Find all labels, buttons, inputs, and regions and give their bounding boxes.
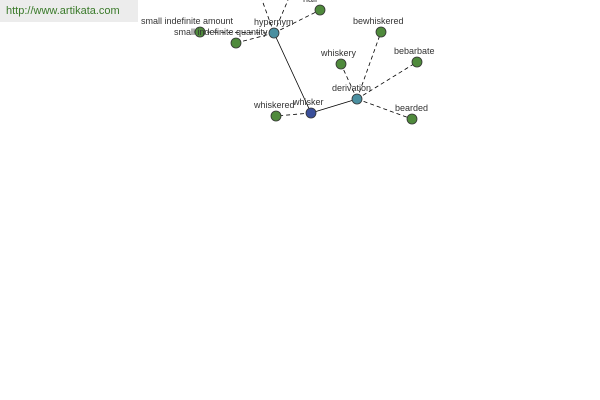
edge-whisker-derivation [310,98,358,114]
graph-edges [199,0,418,120]
node-small-indefinite-amount[interactable] [194,26,206,38]
edge-hypernym-top-left [261,0,275,34]
edge-derivation-bearded [356,98,413,120]
edge-hypernym-top-right [273,0,289,34]
edge-whisker-hypernym [273,32,312,114]
graph-labels: whisker hypernym derivation small indefi… [141,0,435,113]
node-hair[interactable] [314,4,326,16]
edge-derivation-bewhiskered [356,31,382,100]
node-whiskered[interactable] [270,110,282,122]
label-bearded: bearded [395,103,428,113]
edge-derivation-whiskery [340,63,358,100]
node-derivation[interactable] [351,93,363,105]
label-small-indefinite-amount: small indefinite amount [141,16,234,26]
label-bebarbate: bebarbate [394,46,435,56]
label-hypernym: hypernym [254,17,294,27]
edge-hypernym-hair [273,9,321,34]
edge-derivation-bebarbate [356,61,418,100]
node-hypernym[interactable] [268,27,280,39]
node-whisker[interactable] [305,107,317,119]
node-whiskery[interactable] [335,58,347,70]
node-bearded[interactable] [406,113,418,125]
label-small-indefinite-quantity: small indefinite quantity [174,27,268,37]
node-bewhiskered[interactable] [375,26,387,38]
label-bewhiskered: bewhiskered [353,16,404,26]
label-hair: hair [303,0,318,4]
node-bebarbate[interactable] [411,56,423,68]
edge-hypernym-small-indefinite-amount [199,31,275,34]
label-whiskered: whiskered [253,100,295,110]
edge-whisker-whiskered [275,112,312,117]
label-whisker: whisker [292,97,324,107]
node-small-indefinite-quantity[interactable] [230,37,242,49]
label-derivation: derivation [332,83,371,93]
label-whiskery: whiskery [320,48,357,58]
site-url-banner[interactable]: http://www.artikata.com [0,0,138,22]
graph-nodes [194,4,423,125]
